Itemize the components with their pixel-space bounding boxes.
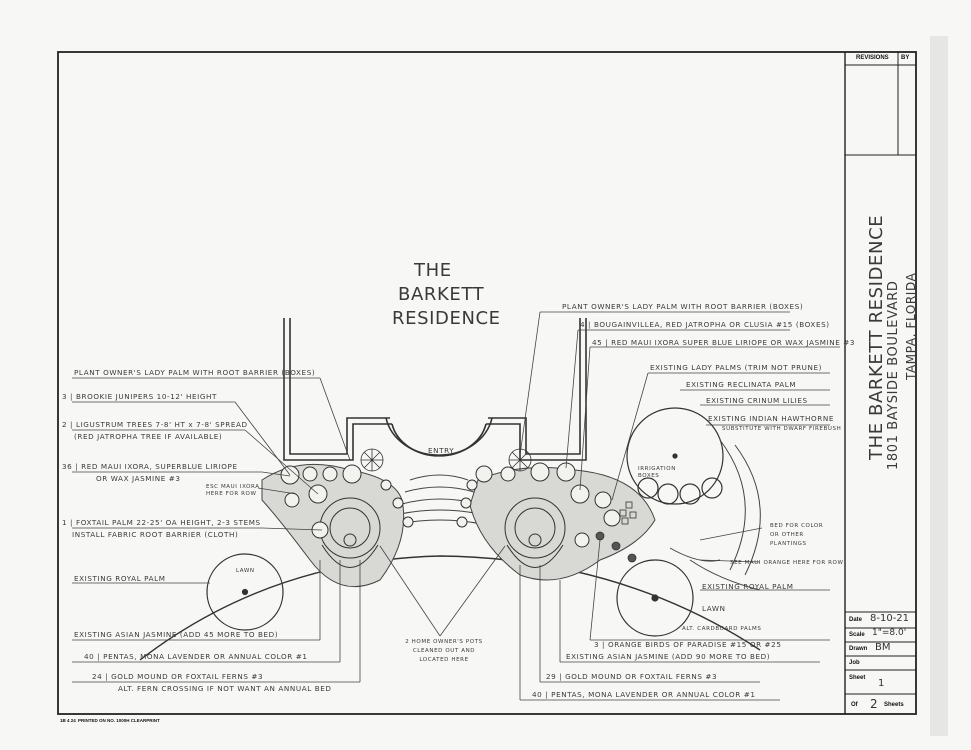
sheets-label: Sheets [884, 702, 904, 708]
left-label-1: PLANT OWNER'S LADY PALM WITH ROOT BARRIE… [74, 368, 316, 377]
right-label-11: EXISTING ASIAN JASMINE (ADD 90 MORE TO B… [566, 652, 771, 661]
right-label-12: 29 | GOLD MOUND OR FOXTAIL FERNS #3 [546, 672, 718, 681]
right-label-7: EXISTING INDIAN HAWTHORNE [708, 414, 835, 423]
right-label-10: 3 | ORANGE BIRDS OF PARADISE #15 OR #25 [594, 640, 782, 649]
right-label-2: 4 | BOUGAINVILLEA, RED JATROPHA OR CLUSI… [580, 320, 830, 329]
left-label-4: (RED JATROPHA TREE IF AVAILABLE) [74, 432, 223, 441]
house-outline [283, 318, 587, 461]
pots-leaders [379, 545, 506, 637]
lawn-right-label: LAWN [702, 604, 726, 613]
drawn-value: BM [875, 642, 891, 653]
left-label-2: 3 | BROOKIE JUNIPERS 10-12' HEIGHT [62, 392, 218, 401]
left-label-11: 40 | PENTAS, MONA LAVENDER OR ANNUAL COL… [84, 652, 308, 661]
bed-note: BED FOR COLOR OR OTHER PLANTINGS [770, 523, 824, 547]
right-label-8: SUBSTITUTE WITH DWARF FIREBUSH [722, 426, 842, 432]
scale-label: Scale [849, 632, 865, 638]
esc-note: ESC MAUI IXORA HERE FOR ROW [206, 484, 260, 497]
left-label-10: EXISTING ASIAN JASMINE (ADD 45 MORE TO B… [74, 630, 279, 639]
right-foxtail-palm [504, 497, 566, 568]
address-line-1: 1801 BAYSIDE BOULEVARD [886, 280, 901, 471]
left-label-5: 36 | RED MAUI IXORA, SUPERBLUE LIRIOPE [62, 462, 238, 471]
left-label-8: INSTALL FABRIC ROOT BARRIER (CLOTH) [72, 530, 239, 539]
lady-palm-left [360, 448, 384, 472]
lawn-left-label: LAWN [236, 568, 255, 574]
hawthorne-arcs [669, 439, 761, 591]
right-label-6: EXISTING CRINUM LILIES [706, 396, 808, 405]
left-label-6: OR WAX JASMINE #3 [96, 474, 181, 483]
date-label: Date [849, 617, 863, 623]
date-value: 8-10-21 [870, 613, 910, 624]
left-label-12: 24 | GOLD MOUND OR FOXTAIL FERNS #3 [92, 672, 264, 681]
right-royal-palm [616, 559, 694, 637]
plan-title-line-2: BARKETT [398, 284, 485, 305]
left-label-9: EXISTING ROYAL PALM [74, 574, 166, 583]
drawn-label: Drawn [849, 646, 868, 652]
of-label: Of [851, 702, 858, 708]
irrigation-boxes [619, 501, 637, 525]
reclinata-palm [626, 407, 724, 505]
left-label-3: 2 | LIGUSTRUM TREES 7-8' HT x 7-8' SPREA… [62, 420, 248, 429]
right-label-5: EXISTING RECLINATA PALM [686, 380, 797, 389]
job-label: Job [849, 660, 860, 666]
alt-cardboard-note: ALT. CARDBOARD PALMS [682, 626, 762, 632]
footer-printed-on: PRINTED ON NO. 1000H CLEARPRINT [78, 718, 160, 723]
pots-note: 2 HOME OWNER'S POTS CLEANED OUT AND LOCA… [405, 639, 483, 663]
footer-code: 1B 4 24 [60, 718, 76, 723]
project-title: THE BARKETT RESIDENCE [866, 214, 887, 460]
drawing-border [57, 51, 917, 715]
address-line-2: TAMPA, FLORIDA [904, 272, 918, 380]
plan-title-line-3: RESIDENCE [392, 308, 501, 329]
seek-note: SEE MAUI ORANGE HERE FOR ROW [730, 560, 844, 566]
left-label-7: 1 | FOXTAIL PALM 22-25' OA HEIGHT, 2-3 S… [62, 518, 261, 527]
right-label-3: 45 | RED MAUI IXORA SUPER BLUE LIRIOPE O… [592, 338, 856, 347]
right-label-13: 40 | PENTAS, MONA LAVENDER OR ANNUAL COL… [532, 690, 756, 699]
birds-of-paradise [595, 531, 637, 563]
sheet-label: Sheet [849, 675, 866, 681]
lady-palm-right [508, 448, 532, 472]
by-label: BY [901, 55, 910, 61]
right-label-4: EXISTING LADY PALMS (TRIM NOT PRUNE) [650, 363, 823, 372]
note-leaders [257, 487, 763, 563]
left-label-13: ALT. FERN CROSSING IF NOT WANT AN ANNUAL… [118, 684, 332, 693]
scan-shadow [930, 36, 948, 736]
right-label-9: EXISTING ROYAL PALM [702, 582, 794, 591]
of-value: 2 [870, 697, 878, 711]
scale-value: 1"=8.0' [872, 628, 907, 638]
sheet-value: 1 [878, 678, 885, 689]
left-royal-palm [206, 553, 284, 631]
lawn-arc [139, 555, 761, 661]
shrub-row [280, 462, 621, 548]
revisions-label: REVISIONS [856, 55, 889, 61]
leader-lines-left [72, 377, 361, 683]
entry-label: ENTRY [428, 446, 455, 455]
right-label-1: PLANT OWNER'S LADY PALM WITH ROOT BARRIE… [562, 302, 804, 311]
leader-lines-right [519, 311, 840, 701]
irrigation-label: IRRIGATION BOXES [638, 466, 676, 479]
plan-title-line-1: THE [414, 260, 452, 281]
